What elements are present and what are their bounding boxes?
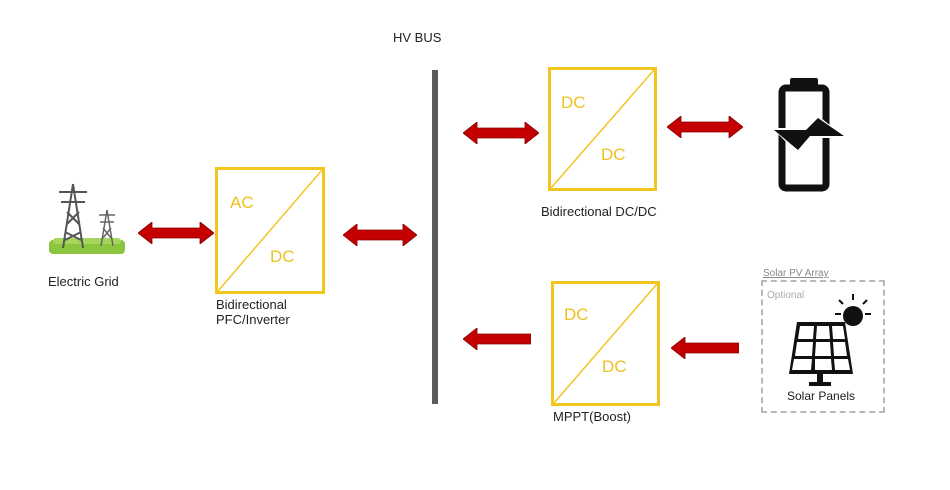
solar-optional-label: Optional — [767, 290, 805, 301]
battery-charging-icon — [768, 74, 848, 192]
electric-grid-label: Electric Grid — [48, 274, 119, 289]
bus-dcdc-bidirectional-arrow — [463, 122, 539, 144]
electric-grid-icon — [45, 180, 130, 265]
dcdc-battery-bidirectional-arrow — [667, 116, 743, 138]
mppt-input-label: DC — [564, 305, 589, 324]
dcdc-input-label: DC — [561, 93, 586, 112]
solar-to-mppt-arrow — [671, 337, 739, 359]
solar-panels-label: Solar Panels — [787, 389, 856, 403]
mppt-boost-block: DC DC — [551, 281, 660, 406]
pfc-bus-bidirectional-arrow — [343, 224, 417, 246]
mppt-boost-label: MPPT(Boost) — [553, 409, 632, 424]
bidirectional-dcdc-label: Bidirectional DC/DC — [541, 204, 657, 219]
pfc-input-label: AC — [230, 193, 254, 212]
pfc-inverter-block: AC DC — [215, 167, 325, 294]
bidirectional-dcdc-block: DC DC — [548, 67, 657, 191]
hv-bus-label: HV BUS — [393, 30, 442, 45]
pfc-inverter-label-line1: Bidirectional — [216, 297, 287, 312]
pfc-output-label: DC — [270, 247, 295, 266]
mppt-to-bus-arrow — [463, 328, 531, 350]
grid-pfc-bidirectional-arrow — [138, 222, 214, 244]
hv-bus-bar — [432, 70, 438, 404]
mppt-output-label: DC — [602, 357, 627, 376]
solar-pv-array-title: Solar PV Array — [763, 268, 829, 279]
solar-panel-icon — [787, 292, 877, 388]
solar-pv-array-box: Optional — [761, 280, 885, 413]
dcdc-output-label: DC — [601, 145, 626, 164]
pfc-inverter-label-line2: PFC/Inverter — [216, 312, 290, 327]
